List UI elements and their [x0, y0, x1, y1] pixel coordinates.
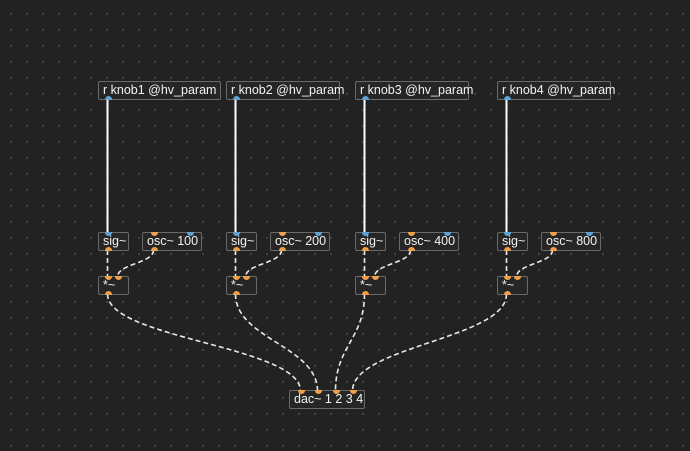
inlet-port[interactable]: [279, 232, 286, 236]
signal-cord[interactable]: [351, 293, 508, 392]
object-label: r knob3 @hv_param: [360, 83, 474, 97]
inlet-port[interactable]: [550, 232, 557, 236]
signal-cord[interactable]: [106, 293, 302, 392]
inlet-port[interactable]: [444, 232, 451, 236]
receive-knob2-object[interactable]: r knob2 @hv_param: [226, 81, 344, 100]
inlet-port[interactable]: [298, 390, 305, 394]
inlet-port[interactable]: [408, 232, 415, 236]
multiply-object-2[interactable]: *~: [226, 276, 257, 295]
inlet-port[interactable]: [233, 276, 240, 280]
inlet-port[interactable]: [151, 232, 158, 236]
inlet-port[interactable]: [115, 276, 122, 280]
outlet-port[interactable]: [362, 291, 369, 295]
outlet-port[interactable]: [105, 291, 112, 295]
inlet-port[interactable]: [187, 232, 194, 236]
receive-knob3-object[interactable]: r knob3 @hv_param: [355, 81, 473, 100]
object-label: osc~ 800: [546, 234, 598, 248]
outlet-port[interactable]: [504, 291, 511, 295]
inlet-port[interactable]: [315, 390, 322, 394]
object-label: *~: [360, 278, 373, 292]
signal-cord[interactable]: [116, 249, 155, 278]
object-label: osc~ 100: [147, 234, 199, 248]
outlet-port[interactable]: [279, 247, 286, 251]
sig-object-1[interactable]: sig~: [98, 232, 129, 251]
outlet-port[interactable]: [105, 96, 112, 100]
inlet-port[interactable]: [586, 232, 593, 236]
sig-object-3[interactable]: sig~: [355, 232, 386, 251]
signal-cord[interactable]: [373, 249, 412, 278]
receive-knob4-object[interactable]: r knob4 @hv_param: [497, 81, 615, 100]
outlet-port[interactable]: [550, 247, 557, 251]
signal-cord[interactable]: [515, 249, 554, 278]
inlet-port[interactable]: [105, 232, 112, 236]
inlet-port[interactable]: [372, 276, 379, 280]
sig-object-2[interactable]: sig~: [226, 232, 257, 251]
outlet-port[interactable]: [504, 247, 511, 251]
object-label: r knob2 @hv_param: [231, 83, 345, 97]
object-label: dac~ 1 2 3 4: [294, 392, 364, 406]
inlet-port[interactable]: [362, 232, 369, 236]
outlet-port[interactable]: [105, 247, 112, 251]
signal-cord[interactable]: [234, 293, 319, 392]
object-label: osc~ 200: [275, 234, 327, 248]
outlet-port[interactable]: [233, 247, 240, 251]
receive-knob1-object[interactable]: r knob1 @hv_param: [98, 81, 221, 100]
object-label: sig~: [502, 234, 526, 248]
osc-object-4[interactable]: osc~ 800: [541, 232, 601, 251]
inlet-port[interactable]: [504, 232, 511, 236]
multiply-object-3[interactable]: *~: [355, 276, 386, 295]
outlet-port[interactable]: [233, 291, 240, 295]
object-label: sig~: [231, 234, 255, 248]
inlet-port[interactable]: [315, 232, 322, 236]
sig-object-4[interactable]: sig~: [497, 232, 528, 251]
inlet-port[interactable]: [333, 390, 340, 394]
dac-object[interactable]: dac~ 1 2 3 4: [289, 390, 365, 409]
outlet-port[interactable]: [408, 247, 415, 251]
object-label: *~: [502, 278, 515, 292]
object-label: sig~: [360, 234, 384, 248]
outlet-port[interactable]: [233, 96, 240, 100]
object-label: r knob1 @hv_param: [103, 83, 217, 97]
osc-object-3[interactable]: osc~ 400: [399, 232, 459, 251]
outlet-port[interactable]: [362, 247, 369, 251]
inlet-port[interactable]: [233, 232, 240, 236]
signal-cord[interactable]: [244, 249, 283, 278]
inlet-port[interactable]: [350, 390, 357, 394]
inlet-port[interactable]: [514, 276, 521, 280]
osc-object-2[interactable]: osc~ 200: [270, 232, 330, 251]
object-label: *~: [231, 278, 244, 292]
inlet-port[interactable]: [105, 276, 112, 280]
object-label: sig~: [103, 234, 127, 248]
object-label: r knob4 @hv_param: [502, 83, 616, 97]
inlet-port[interactable]: [362, 276, 369, 280]
multiply-object-4[interactable]: *~: [497, 276, 528, 295]
object-label: *~: [103, 278, 116, 292]
outlet-port[interactable]: [504, 96, 511, 100]
inlet-port[interactable]: [504, 276, 511, 280]
osc-object-1[interactable]: osc~ 100: [142, 232, 202, 251]
inlet-port[interactable]: [243, 276, 250, 280]
multiply-object-1[interactable]: *~: [98, 276, 129, 295]
object-label: osc~ 400: [404, 234, 456, 248]
outlet-port[interactable]: [362, 96, 369, 100]
outlet-port[interactable]: [151, 247, 158, 251]
signal-cord[interactable]: [334, 293, 366, 392]
